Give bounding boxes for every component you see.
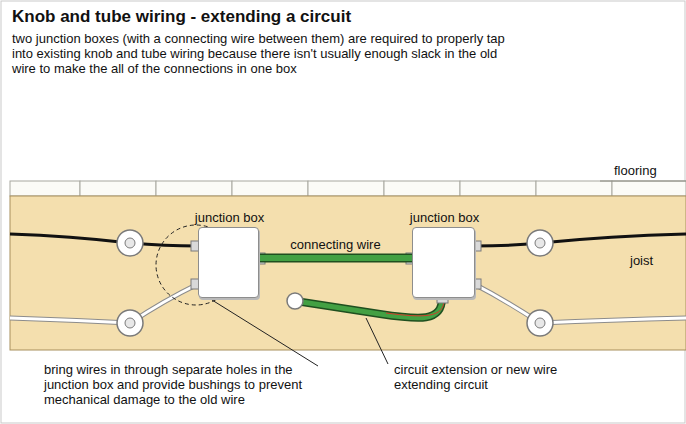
wire-core	[474, 284, 686, 323]
flooring-boards	[10, 181, 686, 196]
old-wire	[540, 234, 686, 243]
callout-text: bring wires in through separate holes in…	[44, 362, 320, 407]
floor-board	[460, 181, 536, 196]
wire-outline	[259, 254, 412, 263]
floor-board	[308, 181, 384, 196]
knob	[117, 230, 143, 256]
floor-board	[156, 181, 232, 196]
floor-board	[536, 181, 612, 196]
floor-edge	[600, 181, 686, 182]
junction-box: junction box	[412, 227, 475, 298]
floor-board	[612, 181, 686, 196]
floor-board	[384, 181, 460, 196]
wire-label: connecting wire	[288, 237, 382, 252]
note-text: two junction boxes (with a connecting wi…	[12, 31, 522, 76]
old-wire-white	[10, 284, 686, 323]
knob-center	[535, 238, 545, 248]
part-label: flooring	[614, 163, 680, 178]
leader-line	[366, 318, 388, 364]
floor-board	[232, 181, 308, 196]
knob-center	[535, 318, 545, 328]
connecting-wire	[259, 258, 412, 259]
leader-line	[212, 300, 318, 366]
wire-stripe	[386, 300, 444, 316]
floor-board	[80, 181, 156, 196]
knob-center	[125, 318, 135, 328]
knob-center	[125, 238, 135, 248]
knob	[117, 310, 143, 336]
knob	[527, 310, 553, 336]
diagram-title: Knob and tube wiring - extending a circu…	[12, 7, 652, 27]
wire-core	[10, 284, 198, 323]
wire-outline	[10, 284, 198, 323]
new-wire	[302, 298, 444, 318]
knob	[527, 230, 553, 256]
box-heading: junction box	[187, 211, 272, 225]
joist	[10, 196, 686, 350]
wire-outline	[302, 298, 442, 318]
wire-outline	[474, 284, 686, 323]
part-label: joist	[630, 253, 680, 268]
wire-core	[259, 255, 412, 261]
callout-text: circuit extension or new wire extending …	[394, 362, 594, 392]
box-heading: junction box	[401, 211, 488, 225]
porcelain-knobs	[117, 230, 553, 336]
wire-core	[302, 298, 442, 318]
floor-board	[10, 181, 80, 196]
junction-box: junction box	[198, 227, 259, 298]
old-wire	[10, 234, 130, 243]
wire-hole	[287, 293, 303, 309]
